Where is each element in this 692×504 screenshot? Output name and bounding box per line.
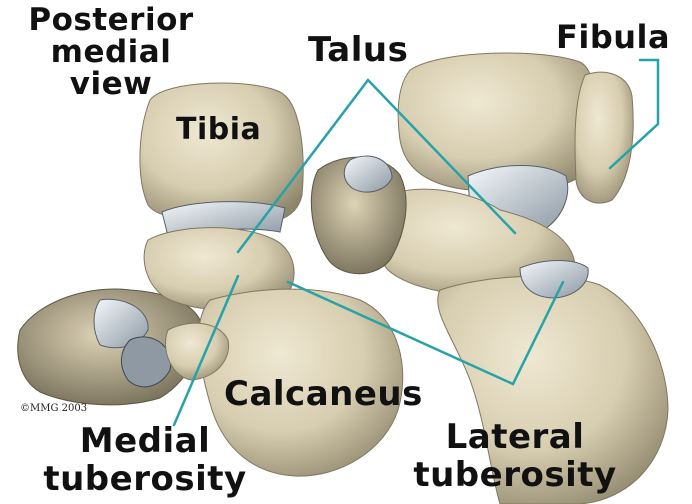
view-label-line3: view — [22, 68, 200, 100]
view-label-line2: medial — [22, 36, 200, 68]
calcaneus-label: Calcaneus — [224, 374, 423, 414]
tibia-label: Tibia — [176, 112, 261, 147]
view-label: Posterior medial view — [22, 4, 200, 100]
fibula-bone — [575, 72, 633, 203]
lateral-tuberosity-label: Lateral tuberosity — [410, 418, 620, 494]
lateral-tuberosity-line1: Lateral — [410, 418, 620, 456]
medial-tuberosity-line2: tuberosity — [40, 460, 250, 498]
view-label-line1: Posterior — [22, 4, 200, 36]
medial-tuberosity-label: Medial tuberosity — [40, 422, 250, 498]
lateral-joint-cartilage — [344, 156, 392, 192]
fibula-label: Fibula — [556, 18, 670, 56]
medial-tuberosity-line1: Medial — [40, 422, 250, 460]
lateral-tuberosity-line2: tuberosity — [410, 456, 620, 494]
copyright-notice: ©MMG 2003 — [20, 403, 87, 414]
talus-label: Talus — [308, 30, 408, 70]
